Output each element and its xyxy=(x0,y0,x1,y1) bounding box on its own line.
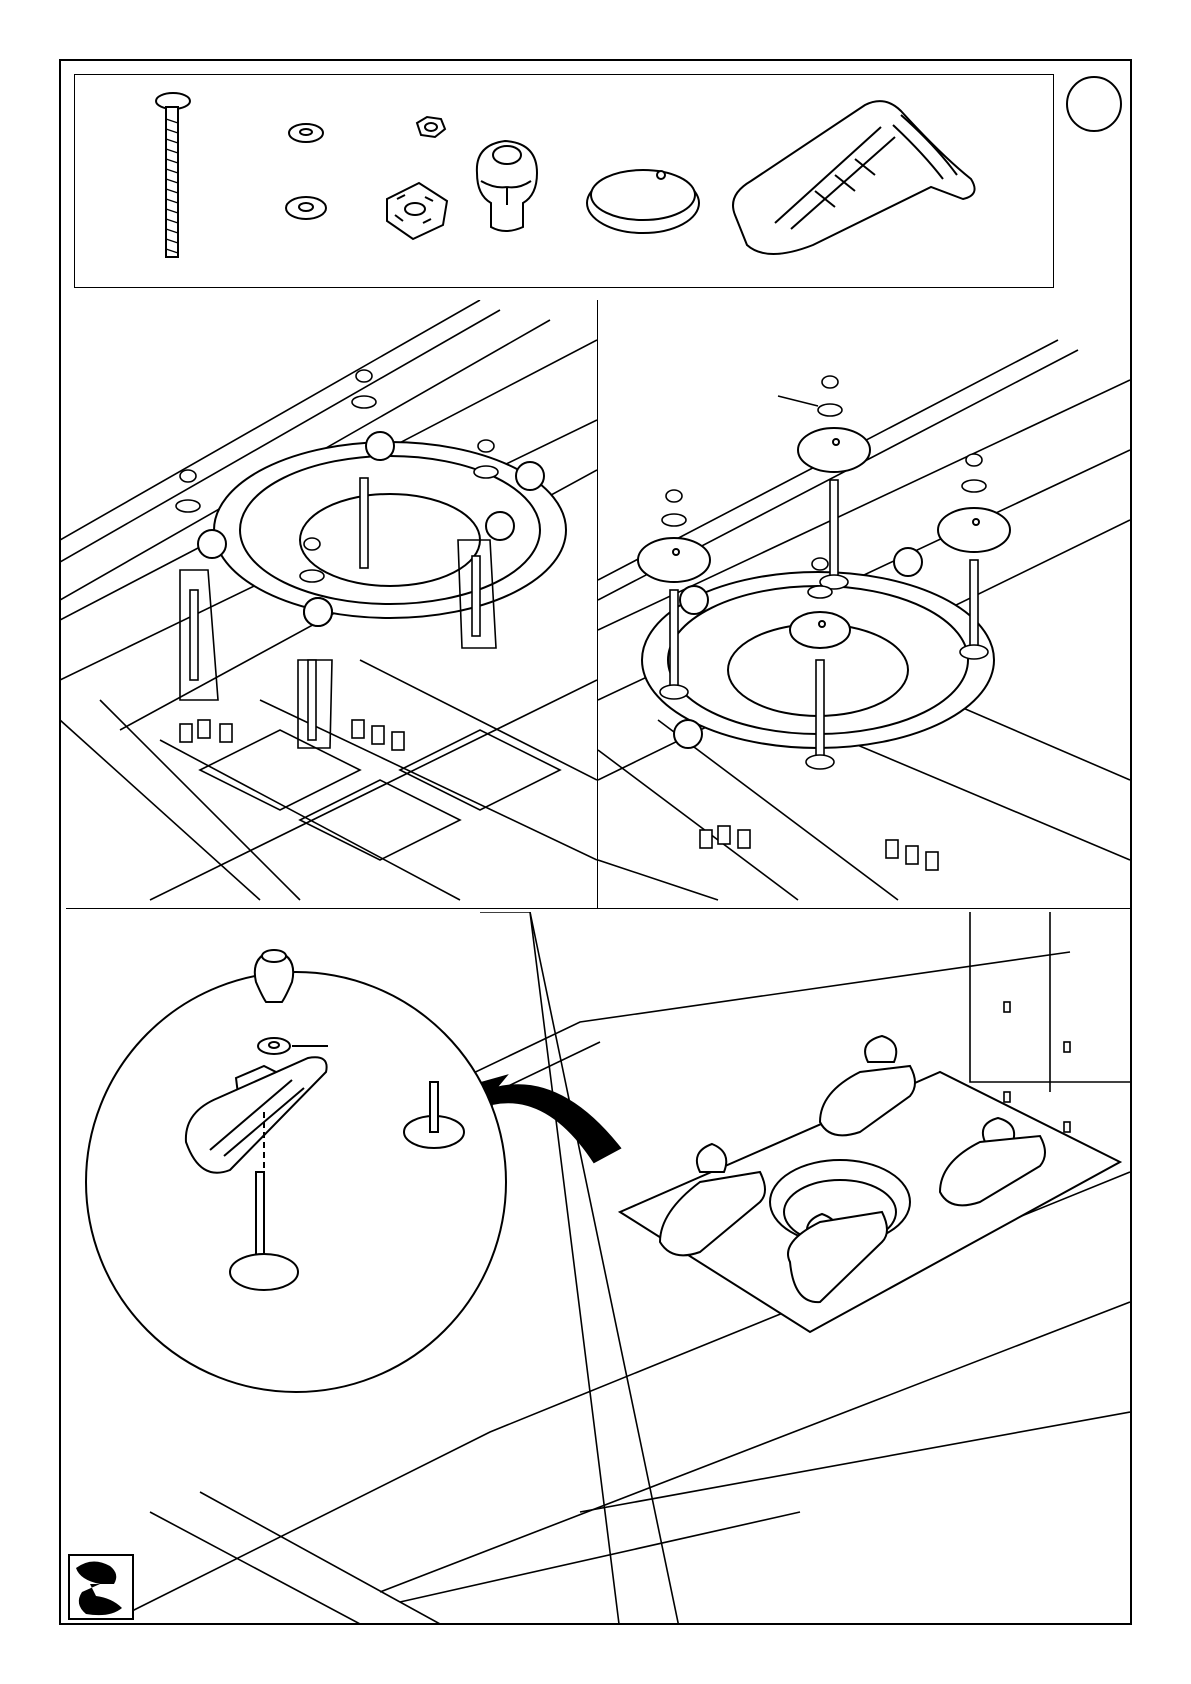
hex-nut xyxy=(417,117,445,137)
detail-magnifier xyxy=(86,950,506,1392)
step-panel-bottom xyxy=(60,912,1130,1624)
wrench-icon xyxy=(68,1554,134,1620)
step-panel-left xyxy=(60,300,598,908)
clamp-nut-plate xyxy=(387,183,447,239)
clamp-assembly-illustration xyxy=(60,912,1130,1624)
bolt-insertion-illustration xyxy=(60,300,597,908)
clips xyxy=(700,826,938,870)
panel-separator xyxy=(66,908,1132,909)
step-number-circle xyxy=(1066,76,1122,132)
step-panel-right xyxy=(598,300,1130,908)
plate-placement-illustration xyxy=(598,300,1130,908)
clamp-jaw xyxy=(733,101,975,254)
parts-overview xyxy=(74,74,1054,288)
round-plate xyxy=(587,170,699,233)
clips xyxy=(180,720,404,750)
carriage-bolt xyxy=(156,93,190,257)
star-knob xyxy=(477,141,537,231)
large-washer xyxy=(286,197,326,219)
wrench-glyph xyxy=(70,1556,132,1618)
parts-illustration xyxy=(75,75,1055,289)
nuts-washers xyxy=(662,376,986,598)
small-washer xyxy=(289,124,323,142)
